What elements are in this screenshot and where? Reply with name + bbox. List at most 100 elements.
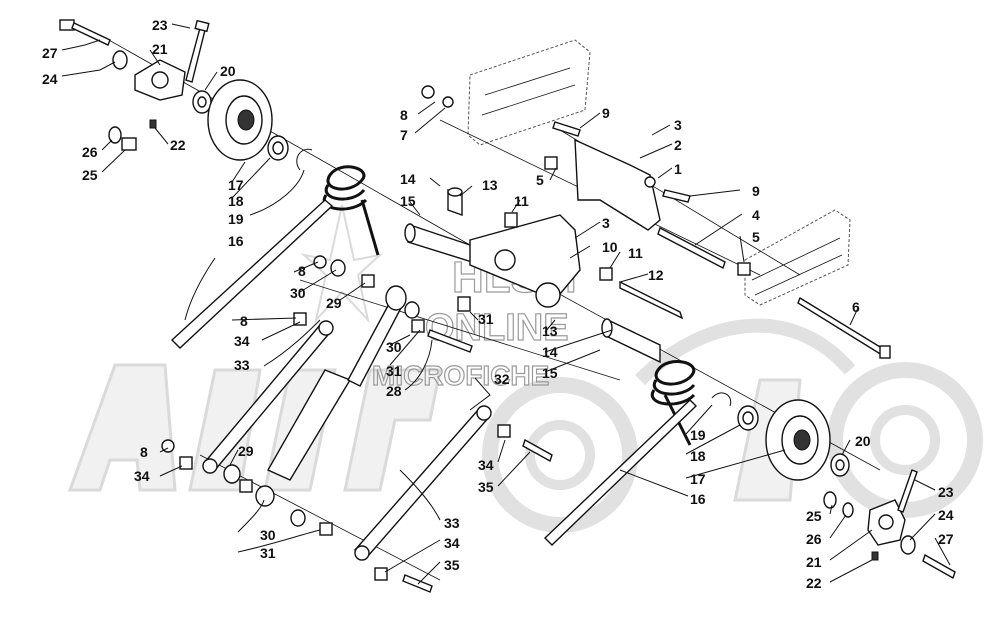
callout-17-lower: 17	[690, 471, 706, 487]
bolt-part-9-right	[662, 189, 691, 203]
callout-35-lower: 35	[444, 557, 460, 573]
callout-8-upper: 8	[400, 107, 408, 123]
callout-31-center-lower: 31	[386, 363, 402, 379]
callout-11-right: 11	[628, 245, 643, 261]
callout-23-lower: 23	[938, 484, 954, 500]
torsion-spring-part-16-upper	[170, 165, 380, 349]
callout-25-lower: 25	[806, 508, 822, 524]
bolt-part-27-upper	[59, 19, 111, 46]
bushing-part-11-right	[599, 267, 613, 281]
callout-34-lower-left: 34	[134, 468, 150, 484]
lower-rail-bracket	[744, 209, 851, 306]
callout-26-upper: 26	[82, 144, 98, 160]
callout-22-upper: 22	[170, 137, 186, 153]
callout-17-upper: 17	[228, 177, 244, 193]
callout-10: 10	[602, 239, 618, 255]
bushing-part-13-upper	[447, 187, 463, 216]
callout-22-lower: 22	[806, 575, 822, 591]
callout-20-lower: 20	[855, 433, 871, 449]
link-part-33-left	[202, 320, 334, 474]
callout-13-upper: 13	[482, 177, 498, 193]
mount-part-21-lower	[867, 499, 906, 546]
link-part-33-right	[353, 405, 492, 561]
callout-15-upper: 15	[400, 193, 416, 209]
callout-21-upper: 21	[152, 41, 168, 57]
shaft-part-12	[619, 280, 684, 320]
callout-29-upper: 29	[326, 295, 342, 311]
small-parts-25-26-22-upper	[108, 119, 157, 151]
callout-15-lower: 15	[542, 365, 558, 381]
callout-19-upper: 19	[228, 211, 244, 227]
callout-24-upper: 24	[42, 71, 58, 87]
callout-21-lower: 21	[806, 554, 822, 570]
callout-14-upper: 14	[400, 171, 416, 187]
callout-27-lower: 27	[938, 531, 954, 547]
leader-lines	[61, 23, 951, 585]
callout-1: 1	[674, 161, 682, 177]
washer-part-24-upper	[112, 50, 128, 70]
callout-labels: 27 24 23 21 20 26 25 22 17 18 19 16 8 7 …	[42, 17, 954, 591]
idler-wheel-part-17-lower	[765, 399, 831, 481]
idler-wheel-part-17-upper	[207, 79, 273, 161]
callout-7: 7	[400, 127, 408, 143]
bushing-part-11-center	[457, 212, 518, 312]
callout-11-center: 11	[514, 193, 529, 209]
left-link-spacers	[161, 255, 553, 593]
callout-25-upper: 25	[82, 167, 98, 183]
mount-part-21-upper	[134, 59, 186, 101]
callout-20-upper: 20	[220, 63, 236, 79]
nut-washer-parts-7-8-upper	[421, 85, 454, 108]
pivot-shaft-part-15-lower	[601, 318, 661, 364]
callout-3-upper: 3	[674, 117, 682, 133]
bearing-part-18-upper	[267, 135, 289, 161]
bushing-part-5-right	[737, 262, 751, 276]
callout-27-upper: 27	[42, 45, 58, 61]
callout-8-lower: 8	[140, 444, 148, 460]
callout-33-left: 33	[234, 357, 250, 373]
callout-23-upper: 23	[152, 17, 168, 33]
callout-14-lower: 14	[542, 344, 558, 360]
callout-34-center: 34	[478, 457, 494, 473]
bearing-part-18-lower	[737, 405, 759, 431]
callout-6: 6	[852, 299, 860, 315]
callout-26-lower: 26	[806, 531, 822, 547]
callout-28: 28	[386, 383, 402, 399]
callout-16-upper: 16	[228, 233, 244, 249]
callout-29-lower: 29	[238, 443, 254, 459]
callout-3-center: 3	[602, 215, 610, 231]
rear-arm-part-10	[469, 214, 581, 308]
small-parts-lower-right	[823, 491, 956, 580]
bolt-part-23-upper	[185, 19, 210, 83]
axle-part-4	[657, 226, 726, 270]
callout-4: 4	[752, 207, 760, 223]
callout-9-upper: 9	[602, 105, 610, 121]
callout-24-lower: 24	[938, 507, 954, 523]
callout-30-left-upper: 30	[290, 285, 306, 301]
callout-12: 12	[648, 267, 664, 283]
bracket-part-1	[574, 138, 661, 231]
callout-30-lower: 30	[260, 527, 276, 543]
torsion-spring-part-16-lower	[543, 360, 697, 546]
watermark-line3: MICROFICHE	[372, 360, 549, 391]
callout-35-center: 35	[478, 479, 494, 495]
washer-part-20-lower	[830, 453, 850, 477]
callout-5-left: 5	[536, 172, 544, 188]
callout-5-right: 5	[752, 229, 760, 245]
pivot-shaft-part-15-upper	[404, 223, 473, 263]
callout-19-lower: 19	[690, 427, 706, 443]
callout-33-right: 33	[444, 515, 460, 531]
bolt-part-31-center	[427, 329, 473, 353]
callout-18-lower: 18	[690, 448, 706, 464]
snap-ring-part-19-lower	[711, 392, 732, 407]
callout-13-lower: 13	[542, 323, 558, 339]
callout-16-lower: 16	[690, 491, 706, 507]
callout-31-center: 31	[478, 311, 494, 327]
callout-31-lower: 31	[260, 545, 276, 561]
shock-absorber-part-28	[267, 285, 407, 481]
bolt-part-23-lower	[897, 469, 918, 513]
snap-ring-part-19-upper	[296, 148, 313, 171]
callout-9-right: 9	[752, 183, 760, 199]
callout-34-left-mid: 34	[234, 333, 250, 349]
